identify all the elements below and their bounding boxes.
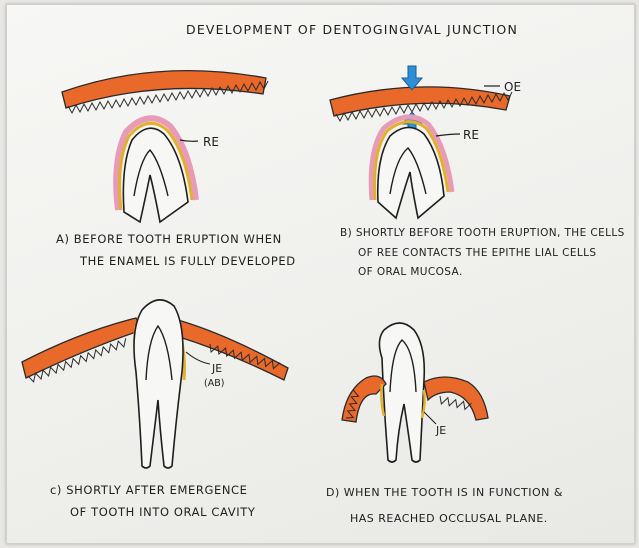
panel-c: JE (AB) bbox=[22, 300, 288, 468]
panel-d-right-gingiva bbox=[424, 377, 488, 420]
panel-c-caption-line2: OF TOOTH INTO ORAL CAVITY bbox=[70, 505, 256, 519]
panel-a-caption-line2: THE ENAMEL IS FULLY DEVELOPED bbox=[79, 254, 296, 268]
panel-c-caption-line1: c) SHORTLY AFTER EMERGENCE bbox=[50, 483, 248, 497]
panel-b-caption-line3: OF ORAL MUCOSA. bbox=[358, 266, 463, 278]
panel-b-label-re: RE bbox=[463, 128, 479, 142]
panel-b: OE RE bbox=[330, 66, 521, 218]
panel-c-left-gingiva bbox=[22, 318, 142, 378]
panel-b-label-oe: OE bbox=[504, 80, 521, 94]
panel-b-caption-line2: OF REE CONTACTS THE EPITHE LIAL CELLS bbox=[358, 247, 596, 259]
panel-a-label-re: RE bbox=[203, 135, 219, 149]
diagram-title: DEVELOPMENT OF DENTOGINGIVAL JUNCTION bbox=[186, 22, 518, 37]
panel-d-caption-line1: D) WHEN THE TOOTH IS IN FUNCTION & bbox=[326, 486, 563, 499]
panel-b-re-pointer bbox=[436, 134, 460, 136]
panel-c-je-pointer bbox=[186, 352, 210, 364]
panel-a: RE bbox=[62, 71, 268, 222]
panel-b-caption-line1: B) SHORTLY BEFORE TOOTH ERUPTION, THE CE… bbox=[340, 227, 625, 239]
panel-a-caption-line1: A) BEFORE TOOTH ERUPTION WHEN bbox=[56, 232, 282, 246]
panel-c-label-je: JE bbox=[211, 362, 222, 375]
panel-c-right-gingiva bbox=[176, 320, 288, 380]
panel-d-tooth bbox=[379, 323, 424, 462]
panel-d-je-pointer bbox=[424, 412, 436, 424]
panel-d-caption-line2: HAS REACHED OCCLUSAL PLANE. bbox=[350, 512, 548, 525]
panel-d: JE bbox=[339, 323, 488, 462]
panel-c-label-ab: (AB) bbox=[204, 378, 224, 389]
panel-a-oral-epithelium bbox=[62, 71, 266, 108]
panel-d-left-gingiva bbox=[342, 376, 386, 422]
panel-d-label-je: JE bbox=[435, 424, 446, 437]
panel-c-tooth bbox=[134, 300, 183, 468]
